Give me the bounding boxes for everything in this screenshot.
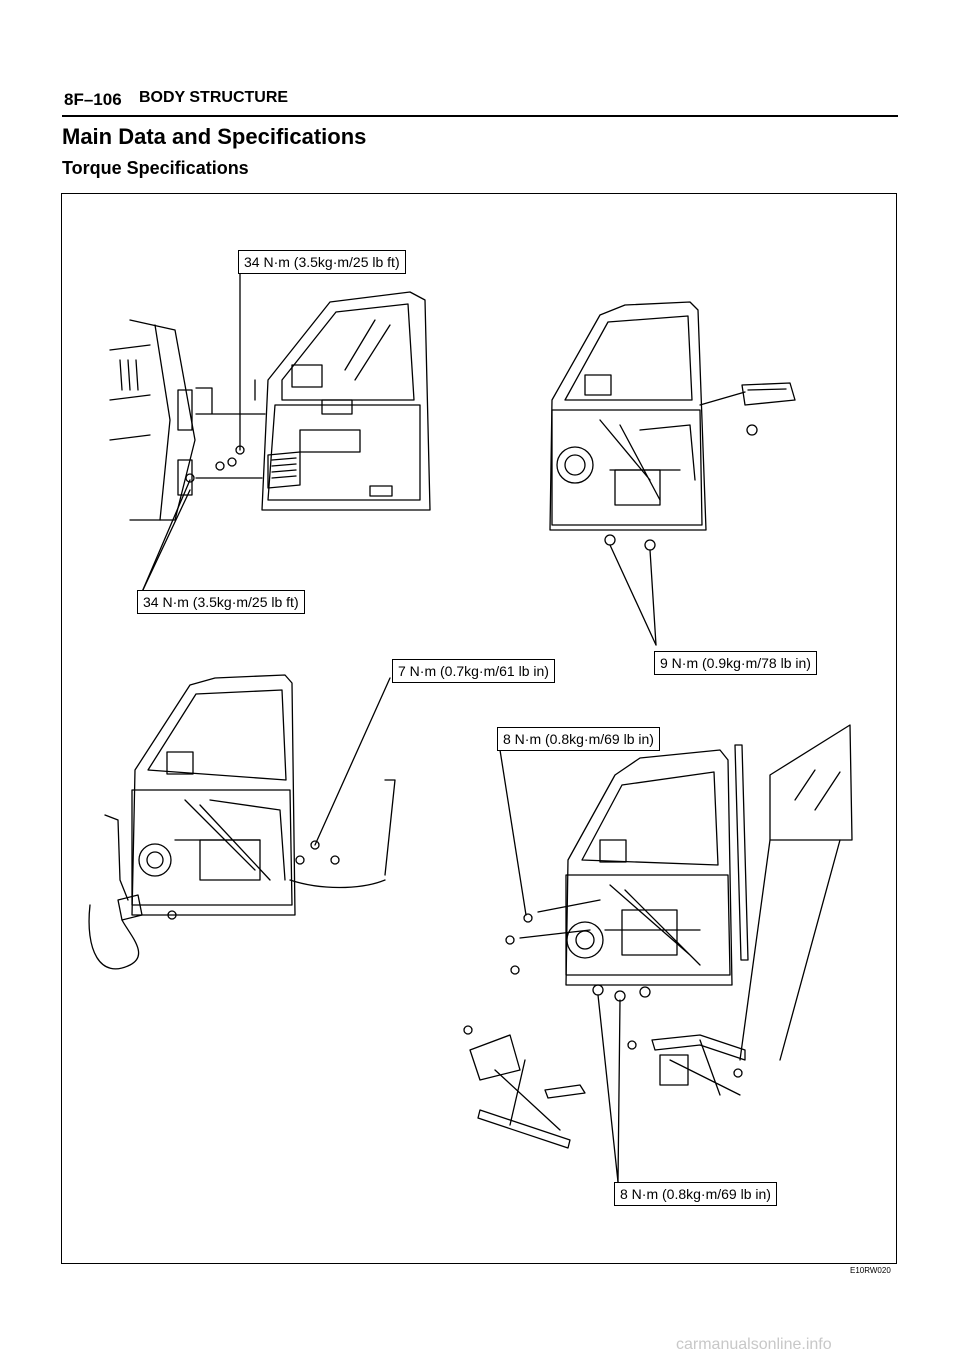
figure-id: E10RW020 (850, 1266, 891, 1275)
callout-leader-lines (141, 273, 657, 1183)
figure-frame (61, 193, 897, 1264)
torque-callout-regulator-bolts: 8 N·m (0.8kg·m/69 lb in) (614, 1182, 777, 1206)
sub-title: Torque Specifications (62, 158, 249, 178)
door-lock-assembly-illustration (88, 674, 396, 970)
torque-callout-lower-hinge: 34 N·m (3.5kg·m/25 lb ft) (137, 590, 305, 614)
page-header: 8F–106 BODY STRUCTURE (62, 86, 898, 117)
door-glass-regulator-illustration (463, 724, 853, 1149)
watermark: carmanualsonline.info (676, 1336, 832, 1353)
torque-callout-trim-screws: 8 N·m (0.8kg·m/69 lb in) (497, 727, 660, 751)
header-rule (62, 115, 898, 117)
door-handle-assembly-illustration (549, 301, 796, 551)
door-hinge-assembly-illustration (109, 291, 431, 521)
section-title: BODY STRUCTURE (139, 89, 289, 106)
main-title: Main Data and Specifications (62, 124, 367, 149)
page-number: 8F–106 (64, 90, 122, 109)
torque-callout-upper-hinge: 34 N·m (3.5kg·m/25 lb ft) (238, 250, 406, 274)
torque-callout-handle-screws: 9 N·m (0.9kg·m/78 lb in) (654, 651, 817, 675)
torque-callout-lock-bolts: 7 N·m (0.7kg·m/61 lb in) (392, 659, 555, 683)
